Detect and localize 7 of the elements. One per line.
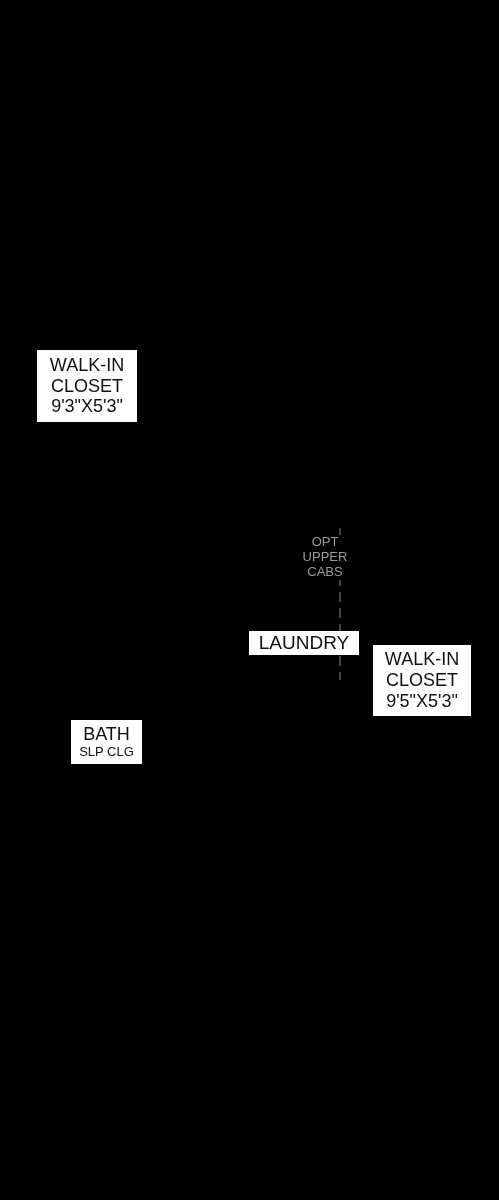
room-name: BATH (83, 724, 130, 745)
room-dimension: 9'3"X5'3" (51, 396, 123, 418)
room-name: WALK-IN CLOSET (48, 354, 126, 397)
room-name: WALK-IN CLOSET (383, 649, 461, 691)
room-dimension: SLP CLG (79, 744, 134, 760)
room-name: LAUNDRY (258, 632, 350, 654)
room-dimension: 9'5"X5'3" (386, 690, 458, 712)
